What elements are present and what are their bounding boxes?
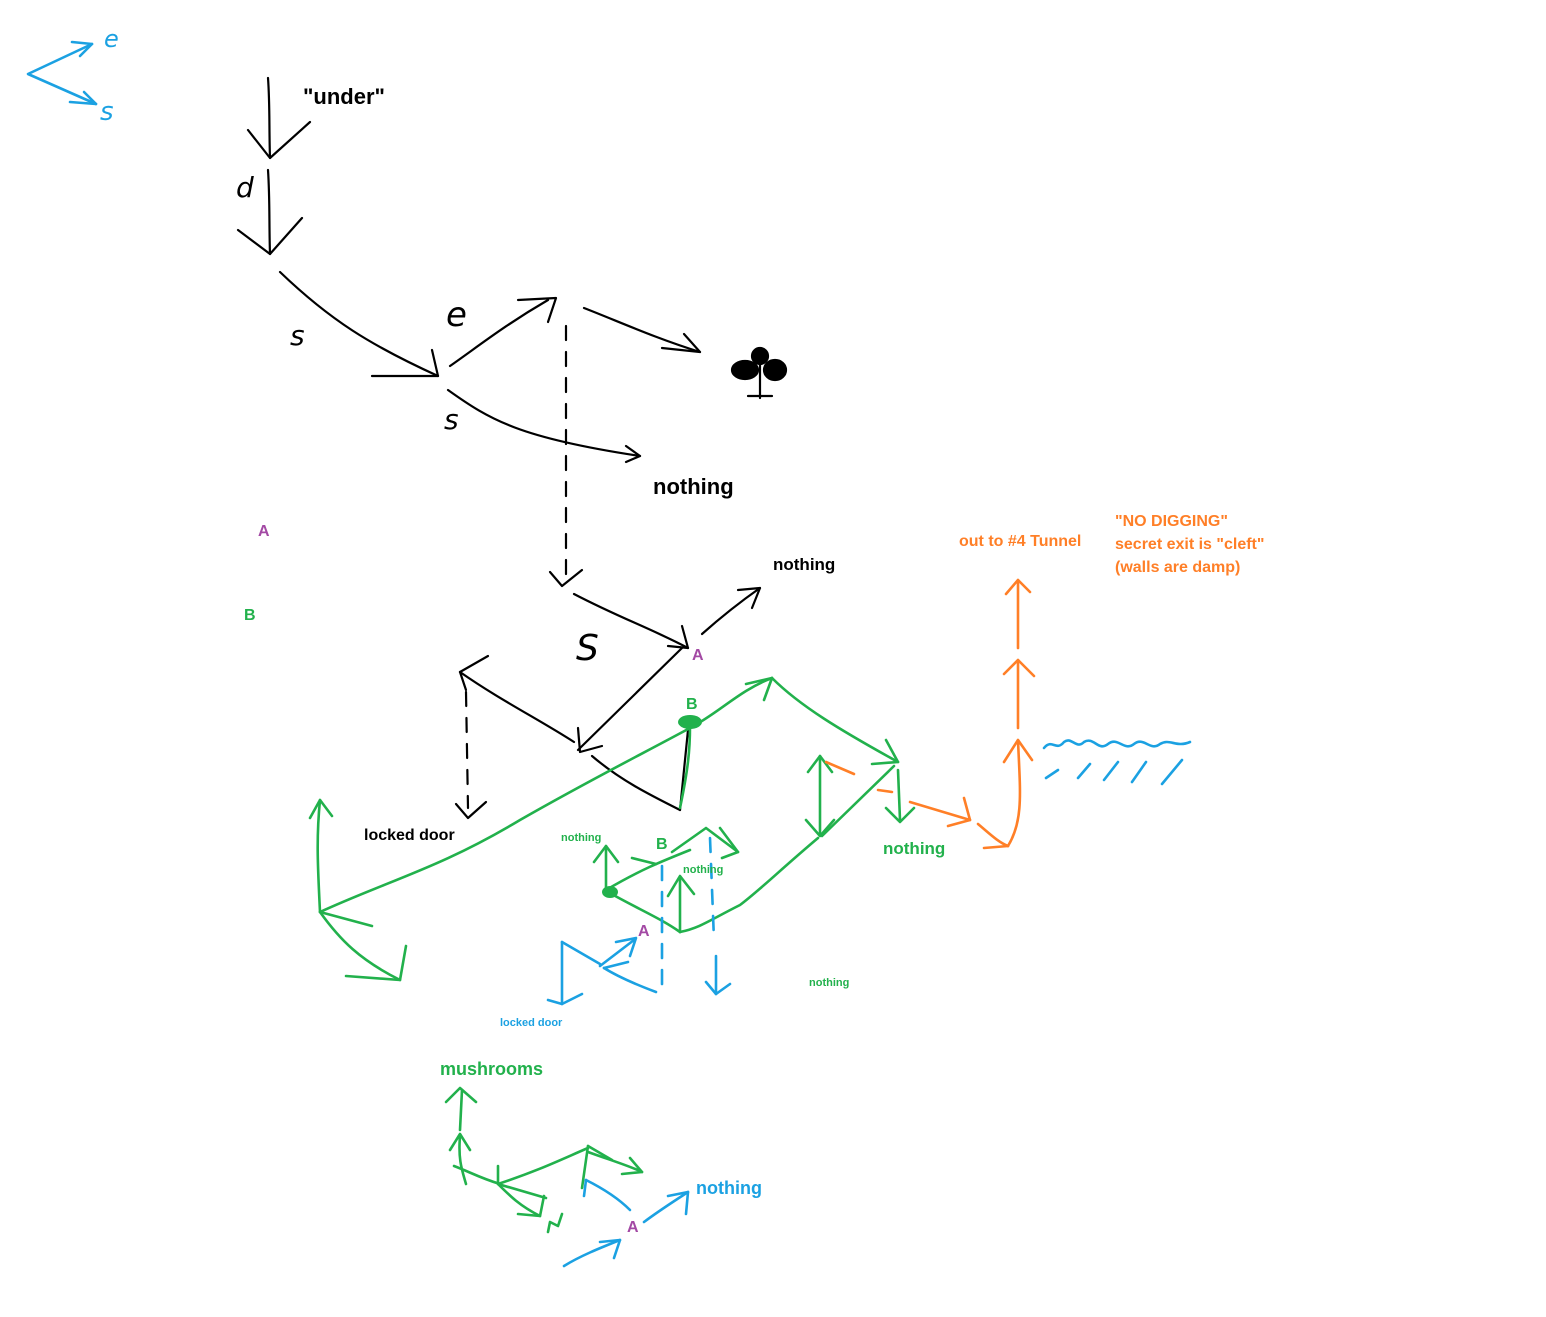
under-label: "under" (303, 84, 385, 109)
node-a-bottom: A (627, 1219, 639, 1236)
walls-damp-label: (walls are damp) (1115, 559, 1241, 576)
node-a-small: A (638, 923, 650, 940)
nothing-label-green-tiny: nothing (809, 977, 850, 989)
legend-b: B (244, 607, 256, 624)
nothing-label-green-small-center: nothing (683, 864, 724, 876)
compass-icon (26, 40, 98, 106)
compass-south-label: s (100, 97, 114, 127)
path-letter-south-2: s (444, 403, 459, 436)
node-b-main: B (686, 696, 698, 713)
path-letter-east: e (446, 295, 467, 335)
cyan-paths-bottom (562, 1178, 690, 1268)
path-letter-down: d (236, 171, 254, 204)
nothing-label-green-small-left: nothing (561, 832, 602, 844)
nothing-label-upper-right: nothing (773, 555, 836, 574)
green-paths-bottom (444, 1086, 644, 1234)
path-letter-south-3: S (576, 628, 599, 669)
locked-door-label: locked door (364, 827, 455, 844)
compass-east-label: e (104, 25, 119, 53)
nothing-label-green-right: nothing (883, 839, 946, 858)
tunnel-exit-label: out to #4 Tunnel (959, 533, 1082, 550)
mushrooms-label: mushrooms (440, 1059, 544, 1079)
green-paths (308, 676, 916, 982)
nothing-label-cyan: nothing (696, 1178, 762, 1198)
secret-exit-label: secret exit is "cleft" (1115, 536, 1265, 553)
cyan-paths-middle (546, 836, 732, 1006)
locked-door-label-cyan: locked door (500, 1017, 563, 1029)
black-paths (236, 76, 762, 820)
legend-a: A (258, 523, 270, 540)
water-icon (1042, 739, 1192, 786)
node-b-small: B (656, 836, 668, 853)
nothing-label-main: nothing (653, 474, 734, 499)
flower-icon (730, 346, 788, 400)
path-letter-south-1: s (290, 319, 305, 352)
node-a-main: A (692, 647, 704, 664)
no-digging-label: "NO DIGGING" (1115, 513, 1228, 530)
orange-paths (824, 578, 1036, 850)
